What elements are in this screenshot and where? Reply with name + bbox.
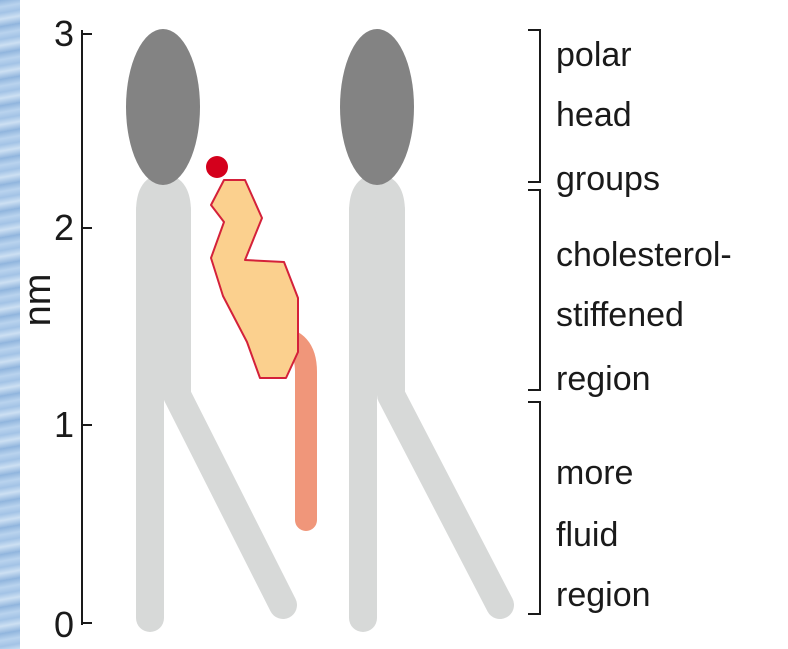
- label-more: more: [556, 454, 633, 492]
- label-region-1: region: [556, 360, 651, 398]
- label-stiffened: stiffened: [556, 296, 684, 334]
- label-head: head: [556, 96, 632, 134]
- left-lipid-head: [126, 29, 200, 185]
- cholesterol-hydroxyl-group: [206, 156, 228, 178]
- cholesterol-steroid-rings: [211, 180, 298, 378]
- label-cholesterol: cholesterol-: [556, 236, 732, 274]
- y-axis: 3 2 1 0 nm: [17, 13, 92, 645]
- y-tick-label-2: 2: [54, 207, 74, 248]
- label-groups: groups: [556, 160, 660, 198]
- phospholipid-right: [340, 29, 500, 618]
- label-region-2: region: [556, 576, 651, 614]
- label-fluid: fluid: [556, 516, 618, 554]
- region-brackets: [528, 30, 540, 614]
- y-tick-label-1: 1: [54, 404, 74, 445]
- label-polar: polar: [556, 36, 632, 74]
- y-axis-unit-label: nm: [17, 274, 59, 327]
- bracket-polar-head-groups: [528, 30, 540, 182]
- right-lipid-head: [340, 29, 414, 185]
- right-lipid-tail-2: [391, 210, 500, 605]
- y-tick-label-3: 3: [54, 13, 74, 54]
- left-lipid-glycerol: [150, 188, 177, 212]
- y-tick-label-0: 0: [54, 604, 74, 645]
- right-lipid-glycerol: [363, 188, 391, 212]
- bracket-more-fluid-region: [528, 402, 540, 614]
- region-labels: polar head groups cholesterol- stiffened…: [556, 36, 732, 614]
- bracket-cholesterol-stiffened-region: [528, 190, 540, 390]
